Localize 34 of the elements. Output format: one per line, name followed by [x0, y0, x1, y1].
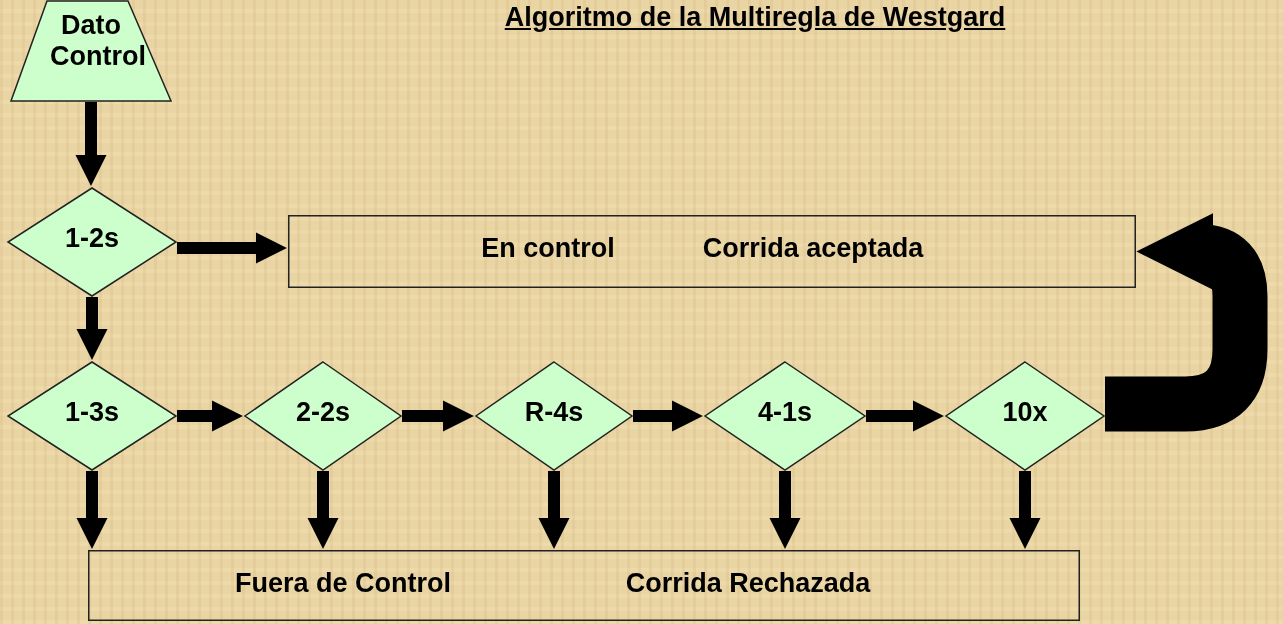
arrow	[177, 400, 243, 432]
decision-diamond	[945, 361, 1105, 471]
arrow	[1009, 471, 1041, 549]
rule-label: 2-2s	[294, 397, 351, 429]
rule-label: 1-3s	[63, 397, 120, 429]
arrow	[866, 400, 944, 432]
decision-diamond	[7, 361, 177, 471]
input-label: Dato Control	[49, 10, 147, 73]
process-box	[88, 550, 1080, 621]
arrow	[76, 297, 108, 360]
arrow	[75, 102, 107, 186]
rule-label: R-4s	[523, 397, 585, 429]
result-label: En control	[480, 233, 616, 265]
rule-label: 10x	[1001, 397, 1049, 429]
arrow	[307, 471, 339, 549]
arrow	[633, 400, 703, 432]
decision-diamond	[704, 361, 866, 471]
decision-diamond	[244, 361, 402, 471]
process-box	[288, 215, 1136, 288]
decision-diamond	[7, 187, 177, 297]
arrow	[402, 400, 474, 432]
arrow	[538, 471, 570, 549]
title: Algoritmo de la Multiregla de Westgard	[503, 2, 1007, 33]
decision-diamond	[475, 361, 633, 471]
rule-label: 1-2s	[63, 223, 120, 255]
curved-arrow	[1105, 213, 1268, 432]
arrow	[769, 471, 801, 549]
result-label: Corrida Rechazada	[624, 568, 872, 600]
arrow	[177, 232, 287, 264]
arrow	[76, 471, 108, 549]
input-trapezoid	[10, 0, 172, 102]
result-label: Fuera de Control	[234, 568, 452, 600]
result-label: Corrida aceptada	[701, 233, 925, 265]
rule-label: 4-1s	[756, 397, 813, 429]
